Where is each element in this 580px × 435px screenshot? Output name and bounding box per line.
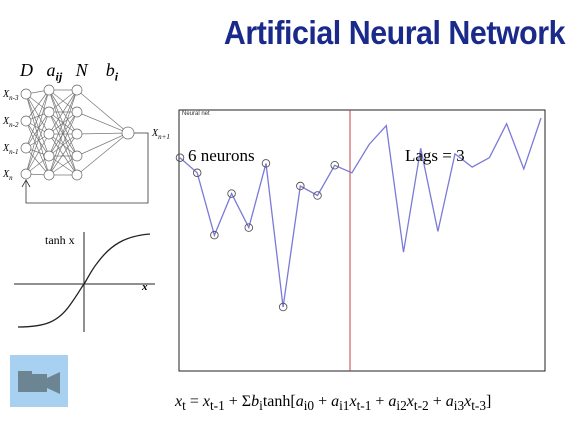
hidden-node-layer-1 [43,84,55,96]
hidden-node-layer-1 [43,150,55,162]
hidden-node-layer-2 [71,128,83,140]
series-marker [313,191,322,200]
network-diagram [20,84,149,204]
series-marker [227,189,236,198]
series-marker [175,153,185,162]
hidden-node-layer-2 [71,106,83,118]
series-marker [210,230,219,240]
tanh-axis-label: x [142,281,148,293]
video-camera-button[interactable] [10,355,68,407]
hidden-node-layer-2 [71,84,83,96]
param-d: D [20,60,33,80]
plot-frame [178,109,546,372]
equation: xt = xt-1 + Σbitanh[ai0 + ai1xt-1 + ai2x… [175,393,492,414]
input-node [20,168,32,180]
hidden-node-layer-1 [43,106,55,118]
hidden-node-layer-2 [71,150,83,162]
series-marker [296,181,305,191]
param-a-sub: ij [55,69,63,84]
input-label-3: Xn-1 [3,143,19,156]
param-a: a [46,60,56,80]
plot-header: Neural net [182,111,210,117]
tanh-label: tanh x [45,233,75,247]
input-node [20,88,32,100]
input-label-2: Xn-2 [3,116,19,129]
tanh-plot [14,232,155,332]
hidden-node-layer-1 [43,169,55,181]
param-n: N [75,60,88,80]
hidden-node-layer-1 [43,128,55,140]
series-line [179,117,542,308]
input-label-1: Xn-3 [3,89,19,102]
input-label-4: Xn [3,169,13,182]
output-node [121,126,135,140]
hidden-node-layer-2 [71,169,83,181]
neurons-annotation: 6 neurons [188,146,255,165]
input-node [20,115,32,127]
video-camera-icon [18,371,60,394]
param-labels: D aij N bi [20,60,118,85]
input-node [20,142,32,154]
output-label: Xn+1 [152,128,170,141]
series-marker [192,168,202,178]
series-markers [175,153,339,312]
slide-title: Artificial Neural Network [223,14,566,51]
series-marker [244,223,254,232]
param-b: b [105,60,115,80]
series-marker [261,159,271,168]
tanh-curve [17,233,151,328]
param-b-sub: i [114,69,119,84]
series-marker [330,160,339,170]
series-marker [278,302,288,312]
lags-annotation: Lags = 3 [405,146,465,165]
